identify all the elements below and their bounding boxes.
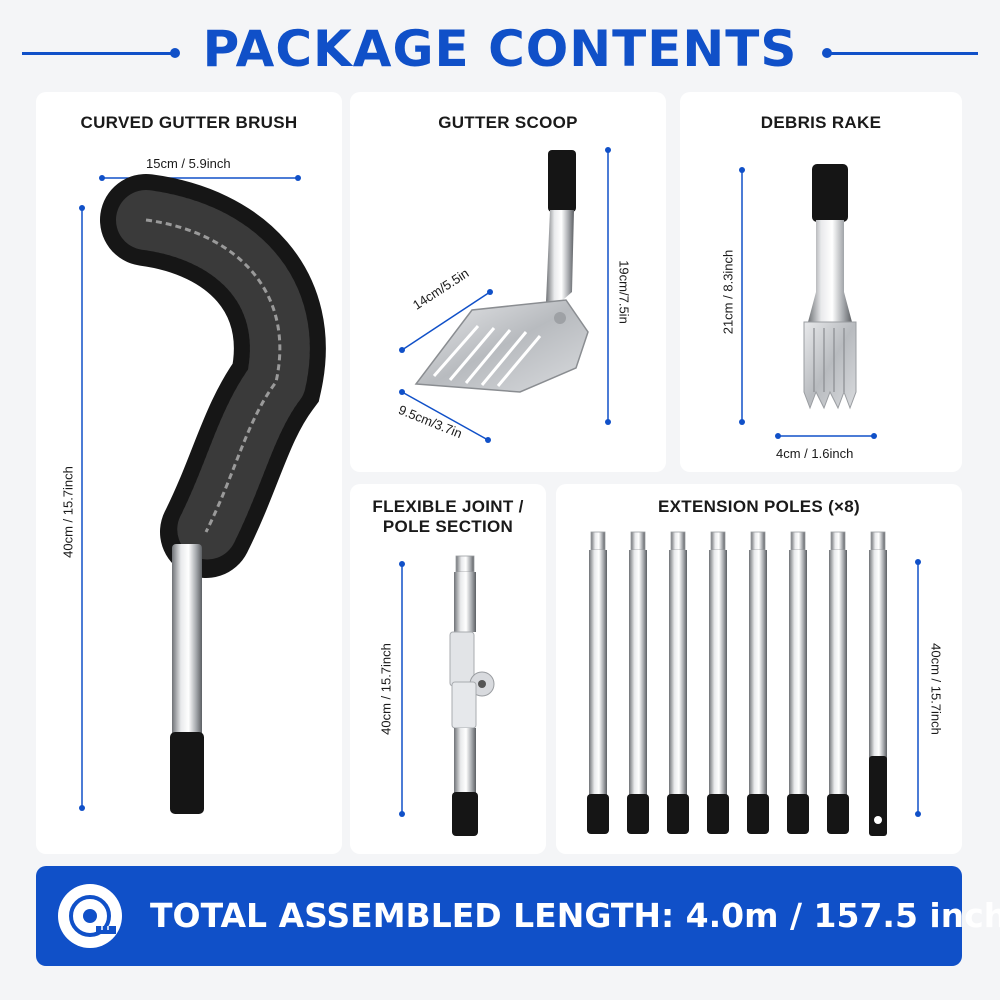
rake-length-label: 21cm / 8.3inch	[720, 249, 736, 335]
rake-width-label: 4cm / 1.6inch	[776, 446, 854, 461]
extension-pole	[787, 531, 809, 834]
joint-length-label: 40cm / 15.7inch	[378, 643, 394, 735]
extension-pole	[707, 531, 729, 834]
extension-pole	[667, 531, 689, 834]
scoop-illustration	[399, 147, 611, 443]
extension-pole	[827, 531, 849, 834]
scoop-panel: GUTTER SCOOP 14cm/5.5in 9.5cm/3.7in 19cm…	[350, 92, 666, 472]
total-length-banner: TOTAL ASSEMBLED LENGTH: 4.0m / 157.5 inc…	[36, 866, 1000, 966]
brush-length-label: 40cm / 15.7inch	[60, 466, 76, 558]
total-length-text: TOTAL ASSEMBLED LENGTH: 4.0m / 157.5 inc…	[150, 896, 1000, 935]
brush-panel: CURVED GUTTER BRUSH 15cm / 5.9inch 40cm …	[36, 92, 342, 854]
joint-illustration	[399, 555, 495, 836]
header: PACKAGE CONTENTS	[0, 18, 1000, 88]
extension-pole	[627, 531, 649, 834]
brush-illustration	[79, 174, 326, 814]
poles-illustration	[587, 531, 921, 836]
joint-title-line1: FLEXIBLE JOINT /	[372, 497, 524, 516]
joint-panel: FLEXIBLE JOINT / POLE SECTION 40cm / 15.…	[350, 484, 546, 854]
brush-width-label: 15cm / 5.9inch	[146, 156, 231, 171]
rake-title: DEBRIS RAKE	[760, 113, 882, 132]
title-line-left	[22, 52, 172, 55]
title-dot-right	[822, 48, 832, 58]
extension-pole	[869, 531, 887, 836]
poles-length-label: 40cm / 15.7inch	[928, 643, 944, 735]
brush-title: CURVED GUTTER BRUSH	[80, 113, 298, 132]
scoop-title: GUTTER SCOOP	[438, 113, 578, 132]
joint-title-line2: POLE SECTION	[382, 517, 514, 536]
extension-pole	[747, 531, 769, 834]
title-line-right	[830, 52, 978, 55]
tape-measure-icon	[58, 884, 122, 948]
poles-panel: EXTENSION POLES (×8) 40cm / 15.7inch	[556, 484, 962, 854]
poles-title: EXTENSION POLES (×8)	[657, 497, 860, 516]
page-title: PACKAGE CONTENTS	[202, 20, 798, 78]
extension-pole	[587, 531, 609, 834]
title-dot-left	[170, 48, 180, 58]
scoop-height-label: 19cm/7.5in	[616, 260, 632, 324]
rake-panel: DEBRIS RAKE 21cm / 8.3inch 4cm / 1.6inch	[680, 92, 962, 472]
rake-illustration	[739, 164, 877, 439]
